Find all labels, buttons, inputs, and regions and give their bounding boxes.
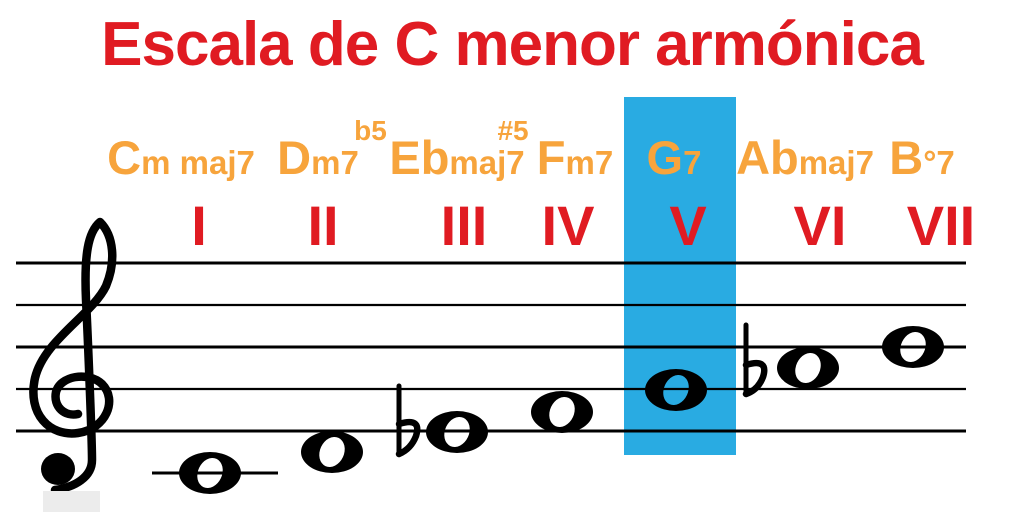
numeral-v-highlighted: V (669, 194, 707, 257)
chord-cm-maj7: Cm maj7 (107, 134, 255, 186)
chord-ebmaj7s5: Ebmaj7#5 (389, 117, 528, 186)
numeral-vii: VII (906, 194, 976, 257)
chord-g7-highlighted: G7 (647, 134, 702, 186)
whole-note-eb4 (426, 411, 488, 453)
chord-root: G (646, 131, 684, 184)
chord-superscript: #5 (497, 115, 529, 146)
numeral-ii: II (307, 194, 339, 257)
highlight-band-v (624, 97, 736, 455)
chord-root: F (536, 131, 566, 184)
chord-quality: m7 (565, 144, 614, 181)
chord-quality: maj7 (798, 144, 874, 181)
whole-note-b4 (882, 326, 944, 368)
chord-quality: °7 (923, 144, 955, 181)
chord-fm7: Fm7 (537, 134, 613, 186)
gray-artifact (43, 491, 100, 512)
numeral-iii: III (440, 194, 488, 257)
chord-root: D (277, 131, 312, 184)
flat-sign-eb (395, 383, 421, 458)
page-title: Escala de C menor armónica (101, 10, 924, 79)
chord-root: B (889, 131, 924, 184)
chord-root: C (107, 131, 142, 184)
numeral-vi: VI (793, 194, 847, 257)
chord-quality: m7 (311, 144, 359, 181)
chord-quality: maj7 (449, 144, 525, 181)
whole-note-f4 (531, 391, 593, 433)
chord-root: Ab (736, 131, 799, 184)
whole-note-ab4 (777, 347, 839, 389)
flat-sign-ab (742, 322, 768, 398)
chord-root: Eb (389, 131, 450, 184)
chord-quality: m maj7 (141, 144, 255, 181)
whole-note-d4 (301, 431, 363, 473)
numeral-iv: IV (541, 194, 595, 257)
numeral-i: I (191, 194, 207, 257)
treble-clef-icon (29, 217, 117, 495)
chord-superscript: b5 (354, 115, 387, 146)
staff-lines (16, 261, 966, 433)
chord-abmaj7: Abmaj7 (736, 134, 874, 186)
chord-bdim7: B°7 (889, 134, 955, 186)
whole-note-c4 (179, 452, 241, 494)
whole-note-g4-highlighted (645, 369, 707, 411)
chord-quality: 7 (683, 144, 702, 181)
